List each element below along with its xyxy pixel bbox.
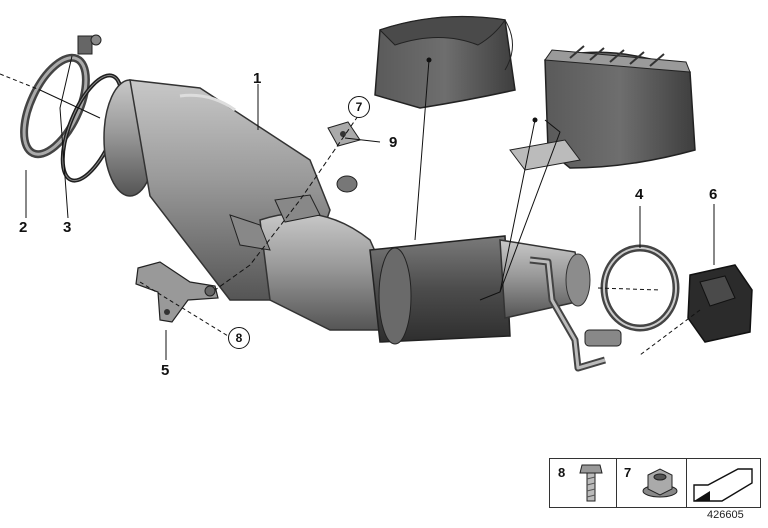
heat-shield-lower-part bbox=[509, 45, 696, 171]
legend-number-nut: 7 bbox=[624, 465, 632, 480]
callout-7-circled: 7 bbox=[348, 96, 370, 118]
clamp-ring-part bbox=[20, 34, 102, 159]
drawing-number: 426605 bbox=[707, 509, 744, 521]
callout-1: 1 bbox=[253, 70, 262, 87]
legend-number-bolt: 8 bbox=[558, 465, 566, 480]
exhaust-gasket-part bbox=[600, 244, 680, 332]
callout-2: 2 bbox=[19, 219, 28, 236]
legend-cell-bolt: 8 bbox=[550, 459, 617, 507]
assembly-arrow-icon bbox=[693, 468, 753, 502]
leader-lines bbox=[0, 55, 715, 360]
heat-shield-upper-part bbox=[374, 15, 516, 109]
flange-plate-part bbox=[327, 121, 361, 147]
fastener-legend: 8 7 bbox=[549, 458, 761, 508]
bracket-part bbox=[135, 261, 219, 323]
hex-flange-nut-icon bbox=[642, 468, 678, 498]
legend-cell-nut: 7 bbox=[616, 459, 687, 507]
callout-8-circled: 8 bbox=[228, 327, 250, 349]
hex-bolt-icon bbox=[579, 464, 603, 502]
callout-6: 6 bbox=[709, 186, 718, 203]
callout-4: 4 bbox=[635, 186, 644, 203]
callout-5: 5 bbox=[161, 362, 170, 379]
legend-cell-arrow bbox=[686, 459, 760, 507]
callout-9: 9 bbox=[389, 134, 398, 151]
callout-3: 3 bbox=[63, 219, 72, 236]
catalytic-converter-part bbox=[103, 79, 622, 372]
rubber-mount-part bbox=[687, 264, 753, 343]
